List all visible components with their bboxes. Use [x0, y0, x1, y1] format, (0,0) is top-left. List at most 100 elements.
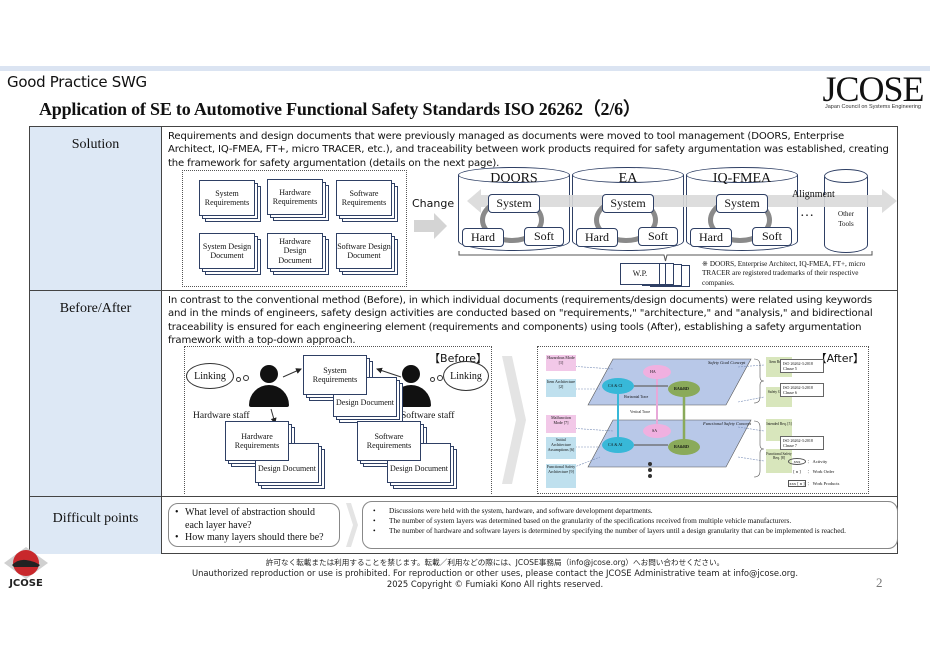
alignment-arrow-icon: [467, 189, 897, 213]
chevron-right-icon: [346, 503, 358, 547]
documents-group: System Requirements Hardware Requirement…: [182, 170, 407, 287]
document-stack: Software Requirements: [336, 180, 398, 222]
footer-copyright: 2025 Copyright © Fumiaki Kono All rights…: [386, 579, 604, 589]
activity-label: HA: [650, 369, 656, 374]
work-product-fs-architecture: Functional Safety Architecture [9]: [546, 464, 576, 488]
content-table: Solution Requirements and design documen…: [29, 126, 898, 554]
logo-text: JCOSE: [822, 69, 924, 109]
footer-logo-text: JCOSE: [9, 578, 43, 589]
row-label-before-after: Before/After: [30, 291, 162, 496]
after-tag: 【After】: [815, 352, 864, 365]
activity-label: RA&RD: [674, 386, 689, 391]
footer-japanese-notice: 許可なく転載または利用することを禁じます。転載／利用などの際には、JCOSE事務…: [265, 558, 725, 567]
change-arrow-icon: [414, 213, 447, 239]
tool-cylinder-iqfmea: IQ-FMEA System Hard Soft: [686, 167, 798, 251]
after-diagram: 【After】: [537, 346, 869, 494]
document-stack: Software Design Document: [336, 233, 398, 275]
software-requirements-stack: Software Requirements: [357, 421, 427, 471]
tool-name: EA: [618, 171, 638, 186]
hardware-design-stack: Design Document: [255, 443, 325, 493]
thought-dot: [437, 375, 443, 381]
car-emblem-icon: [2, 547, 50, 591]
jcose-footer-logo: JCOSE: [2, 545, 50, 591]
question-item: How many layers should there be?: [175, 532, 333, 545]
row-label-solution: Solution: [30, 127, 162, 290]
activity-label: RA&RD: [674, 444, 689, 449]
before-diagram: 【Before】 Linking Hardware staff Linking …: [184, 346, 492, 494]
work-product-initial-architecture: Initial Architecture Assumptions [6]: [546, 437, 576, 459]
activity-label: CA & AI: [608, 442, 623, 447]
chevron-right-icon: [502, 356, 526, 484]
solution-text: Requirements and design documents that w…: [168, 131, 889, 169]
software-design-stack: Design Document: [387, 443, 457, 493]
activity-label: CA & CI: [608, 383, 623, 388]
tool-cylinder-other: Other Tools: [824, 169, 868, 253]
tool-node-soft: Soft: [752, 227, 792, 246]
answers-list: Discussions were held with the system, h…: [371, 506, 889, 536]
answer-item: The number of hardware and software laye…: [373, 526, 889, 536]
other-tools-label: Other Tools: [838, 210, 854, 228]
brace-icon: [458, 251, 873, 262]
tool-node-hard: Hard: [690, 228, 732, 247]
tool-node-hard: Hard: [462, 228, 504, 247]
trace-label: Horizontal Trace: [624, 395, 649, 399]
trademark-note: ※ DOORS, Enterprise Architect, IQ-FMEA, …: [702, 260, 866, 287]
work-product-fs-req: Functional Safety Req. [8]: [766, 449, 792, 473]
thought-dot: [236, 377, 241, 382]
layer-title: Functional Safety Concept: [703, 421, 751, 426]
work-product-intended-req: Intended Req. [5]: [766, 419, 792, 441]
before-after-text: In contrast to the conventional method (…: [168, 295, 873, 347]
linking-bubble-right: Linking: [443, 361, 489, 391]
thought-dot: [430, 377, 435, 382]
tool-name: DOORS: [490, 171, 538, 186]
document-stack: Hardware Design Document: [267, 233, 329, 275]
tool-node-soft: Soft: [524, 227, 564, 246]
tool-node-system: System: [716, 194, 768, 213]
wp-label: W.P.: [620, 263, 660, 285]
row-content-solution: Requirements and design documents that w…: [162, 127, 897, 290]
hardware-staff-icon: [249, 365, 289, 409]
row-before-after: Before/After In contrast to the conventi…: [30, 291, 897, 497]
answer-item: Discussions were held with the system, h…: [373, 506, 889, 516]
tool-node-system: System: [488, 194, 540, 213]
alignment-label: Alignment: [792, 189, 835, 200]
work-product-malfunction-mode: Malfunction Mode [7]: [546, 415, 576, 433]
layer-title: Safety Goal Concept: [708, 360, 746, 365]
document-stack: System Requirements: [199, 180, 261, 222]
tool-cylinder-doors: DOORS System Hard Soft: [458, 167, 570, 251]
wp-stack: W.P.: [620, 263, 700, 293]
hardware-staff-label: Hardware staff: [193, 411, 250, 421]
legend-item: [ n ] ： Work Order: [793, 469, 835, 474]
row-content-before-after: In contrast to the conventional method (…: [162, 291, 897, 496]
tool-cylinder-ea: EA System Hard Soft: [572, 167, 684, 251]
answers-box: Discussions were held with the system, h…: [362, 501, 898, 549]
work-product-hazardous-mode: Hazardous Mode [1]: [546, 355, 576, 371]
document-stack: Hardware Requirements: [267, 179, 329, 221]
footer-english-notice: Unauthorized reproduction or use is proh…: [191, 568, 799, 578]
legend-item: xxx ： Activity: [788, 458, 866, 469]
software-staff-label: Software staff: [401, 411, 455, 421]
thought-dot: [243, 375, 249, 381]
clause-label: ISO 26262-3:2018 Clause 6: [780, 383, 824, 397]
tool-name: IQ-FMEA: [712, 171, 772, 186]
page-title: Application of SE to Automotive Function…: [39, 99, 641, 119]
clause-label: ISO 26262-3:2018 Clause 5: [780, 359, 824, 373]
linking-bubble-left: Linking: [186, 363, 234, 389]
question-item: What level of abstraction should each la…: [175, 507, 333, 532]
header-band: [0, 66, 930, 71]
tool-node-system: System: [602, 194, 654, 213]
row-difficult-points: Difficult points What level of abstracti…: [30, 497, 898, 554]
group-label: Good Practice SWG: [7, 73, 147, 91]
ellipsis: …: [800, 205, 815, 220]
page-number: 2: [876, 575, 883, 590]
work-product-item-architecture: Item Architecture [2]: [546, 379, 576, 397]
row-solution: Solution Requirements and design documen…: [30, 127, 897, 291]
trace-label: Vertical Trace: [630, 410, 651, 414]
questions-box: What level of abstraction should each la…: [168, 503, 340, 547]
tool-node-soft: Soft: [638, 227, 678, 246]
row-content-difficult: What level of abstraction should each la…: [162, 497, 898, 554]
jcose-logo: JCOSE Japan Council on Systems Engineeri…: [818, 69, 928, 110]
document-stack: System Design Document: [199, 233, 261, 275]
design-document-stack: Design Document: [333, 377, 403, 427]
answer-item: The number of system layers was determin…: [373, 516, 889, 526]
